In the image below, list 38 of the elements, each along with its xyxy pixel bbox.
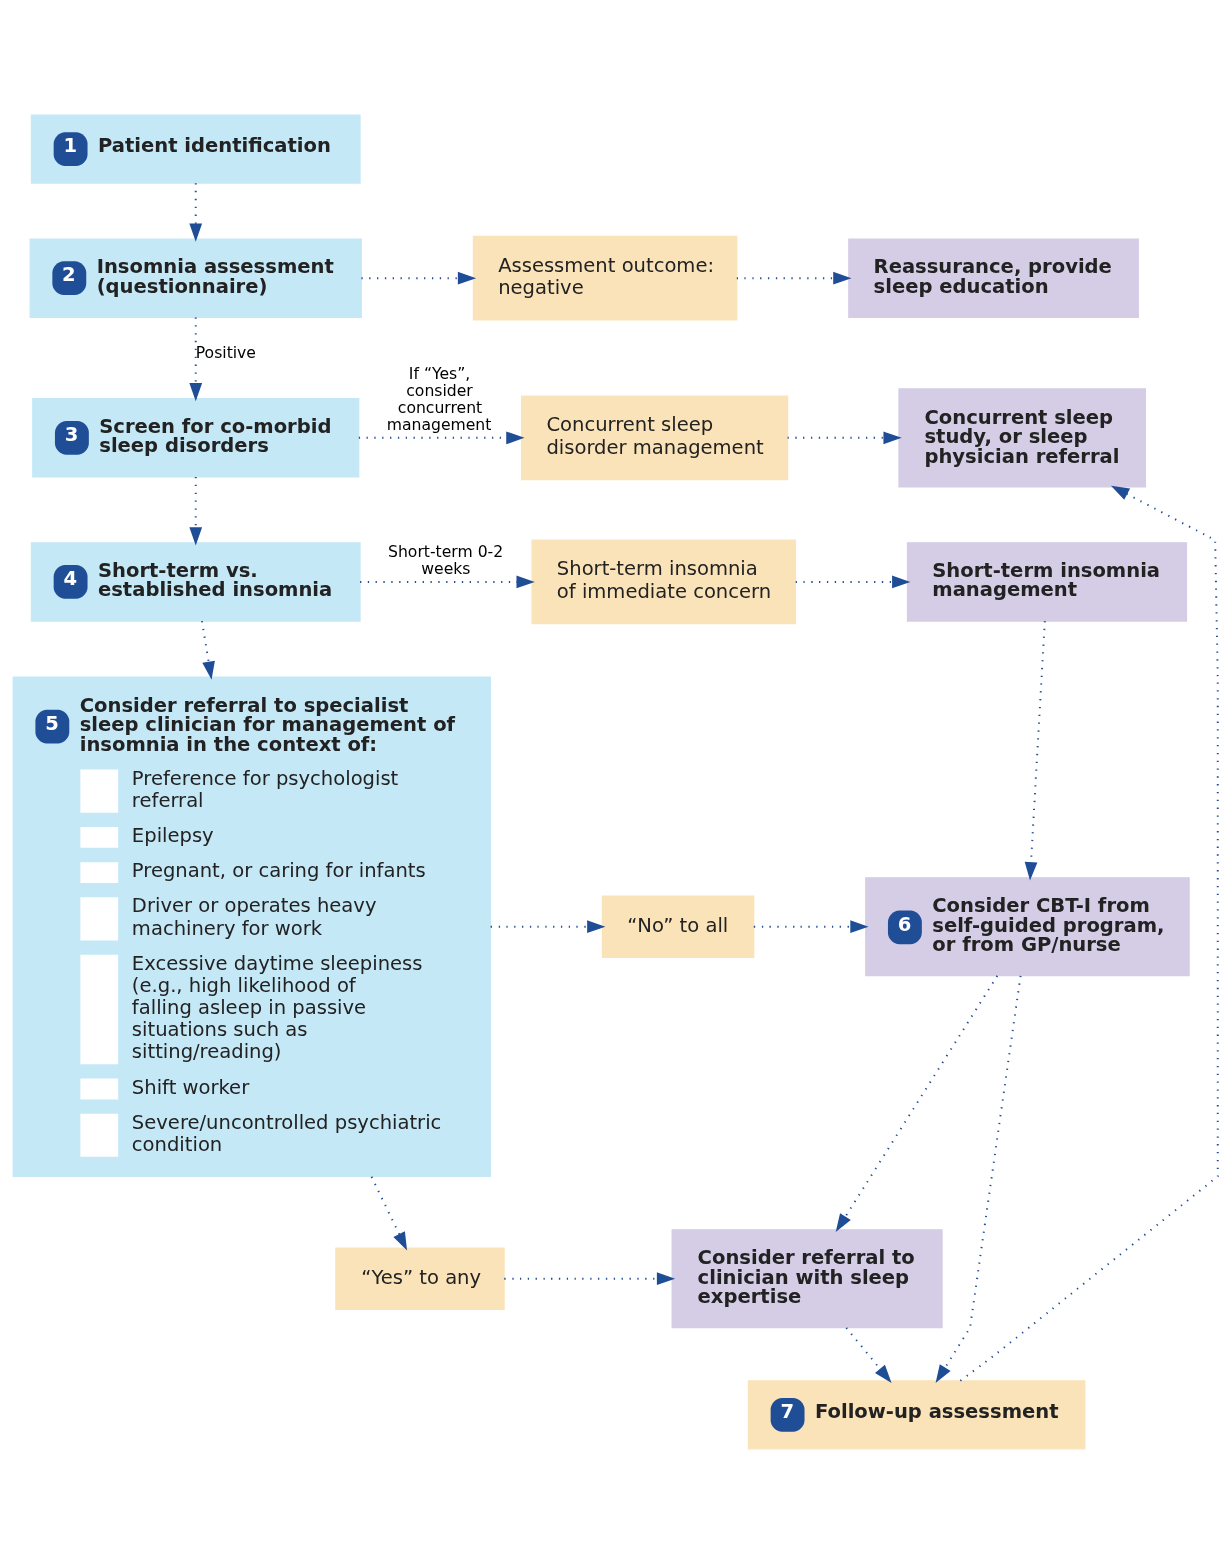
- arrow: [959, 485, 1219, 1382]
- arrow: [1024, 619, 1046, 880]
- arrow: [735, 271, 852, 285]
- node-box: 6 Consider CBT-I from self-guided program, or from GP/nurse: [865, 876, 1190, 976]
- arrow: [370, 1175, 408, 1251]
- node-box: Short-term insomnia management: [906, 541, 1188, 622]
- node-box: Reassurance, provide sleep education: [848, 237, 1139, 318]
- arrow: [357, 430, 525, 444]
- node-box: Concurrent sleep disorder management: [521, 395, 789, 480]
- arrow: [360, 271, 477, 285]
- node-box: Concurrent sleep study, or sleep physician referral: [898, 387, 1147, 487]
- node-box: 1 Patient identification: [30, 114, 361, 184]
- arrow: [845, 1326, 892, 1383]
- node-box: “No” to all: [601, 894, 755, 958]
- node-box: 3 Screen for co-morbid sleep disorders: [32, 397, 360, 478]
- arrow: [201, 619, 215, 680]
- arrow: [189, 181, 203, 242]
- edge-label: Positive: [195, 342, 256, 362]
- arrow: [835, 974, 999, 1232]
- node-box: Short-term insomnia of immediate concern: [531, 539, 797, 624]
- node-box: 5 Consider referral to specialist sleep clinician for management of insomnia in the context of: Preference for psychologist referral Epilepsy Pregnant, or caring for infants Driver or operates heavy machinery for work Excessive daytime sleepiness (e.g., high likelihood of falling asleep in passive situations such as sitting/reading) Shift worker Severe/uncontrolled psychiatric condition: [12, 675, 491, 1177]
- arrow: [935, 974, 1022, 1383]
- arrow: [189, 475, 203, 546]
- arrow: [752, 919, 869, 933]
- node-box: “Yes” to any: [335, 1246, 505, 1310]
- arrow: [489, 919, 606, 933]
- edge-label: If “Yes”, consider concurrent management: [386, 363, 492, 434]
- arrow: [786, 430, 902, 444]
- node-box: 4 Short-term vs. established insomnia: [30, 541, 361, 622]
- node-box: 2 Insomnia assessment (questionnaire): [29, 237, 362, 318]
- node-box: Assessment outcome: negative: [472, 235, 738, 321]
- arrow: [359, 575, 535, 588]
- node-box: 7 Follow-up assessment: [747, 1379, 1086, 1449]
- arrow: [794, 575, 911, 588]
- arrow: [189, 316, 203, 401]
- arrow: [503, 1271, 676, 1285]
- edge-label: Short-term 0-2 weeks: [388, 541, 504, 578]
- node-box: Consider referral to clinician with sleep expertise: [671, 1228, 943, 1328]
